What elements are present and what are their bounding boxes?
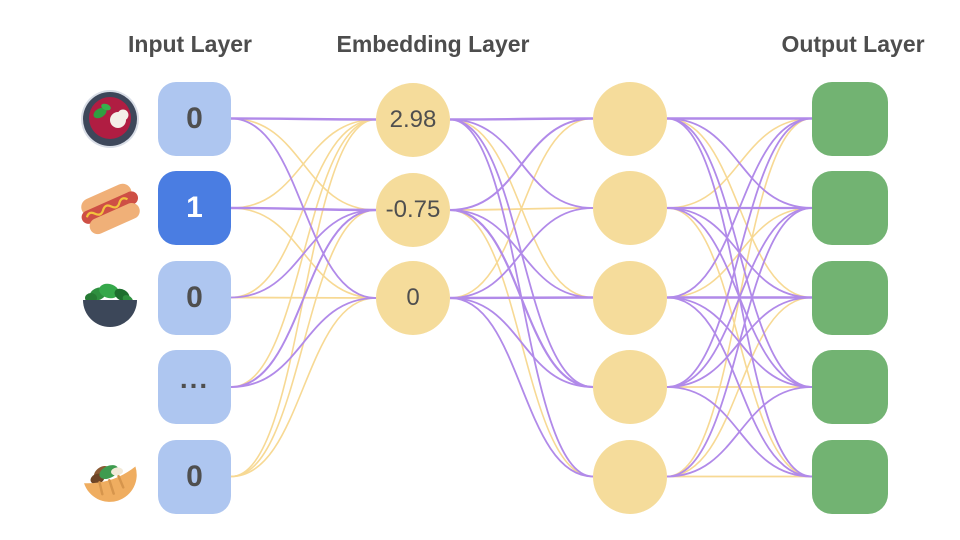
connection-edge xyxy=(666,117,813,299)
connection-edge xyxy=(230,297,377,478)
connection-edge xyxy=(230,297,377,388)
connection-edge xyxy=(666,207,813,478)
input-node-1: 1 xyxy=(158,171,231,245)
output-node-3 xyxy=(812,350,888,424)
input-node-value: 0 xyxy=(186,459,203,493)
output-node-0 xyxy=(812,81,888,156)
connection-edge xyxy=(666,296,813,478)
hidden-node-0 xyxy=(593,81,667,156)
embedding-node-value: 0 xyxy=(406,284,420,311)
input-node-0: 0 xyxy=(158,81,231,156)
input-node-value: 1 xyxy=(186,191,203,224)
hidden-node-4 xyxy=(593,439,667,514)
input-node-4: 0 xyxy=(158,439,231,514)
embedding-node-0: 2.98 xyxy=(376,82,450,157)
pita-icon xyxy=(78,445,142,509)
connection-edge xyxy=(666,117,813,388)
input-node-3: ... xyxy=(158,350,231,424)
salad-icon xyxy=(78,266,142,330)
input-node-value: 0 xyxy=(186,280,203,314)
hidden-node-1 xyxy=(593,171,667,245)
connection-edge xyxy=(449,207,594,299)
connection-edge xyxy=(449,117,594,211)
hidden-node-2 xyxy=(593,260,667,335)
connection-edge xyxy=(449,117,594,121)
output-layer-title: Output Layer xyxy=(781,31,925,57)
connection-edge xyxy=(666,117,813,209)
output-node-4 xyxy=(812,439,888,514)
connection-edge xyxy=(230,118,377,209)
embedding-node-2: 0 xyxy=(376,261,450,335)
connection-edge xyxy=(449,117,594,299)
hot-dog-icon xyxy=(78,176,142,240)
connection-edge xyxy=(449,296,594,300)
embedding-layer-title: Embedding Layer xyxy=(336,31,530,57)
input-layer-title: Input Layer xyxy=(128,31,252,57)
input-node-value: 0 xyxy=(186,101,203,135)
output-node-2 xyxy=(812,260,888,335)
embedding-node-value: -0.75 xyxy=(385,196,441,223)
connection-edge xyxy=(666,207,813,388)
connection-edge xyxy=(230,209,377,388)
connection-edge xyxy=(666,386,813,478)
connection-edge xyxy=(230,117,377,121)
input-node-2: 0 xyxy=(158,260,231,335)
connection-edge xyxy=(230,209,377,299)
connection-edge xyxy=(230,206,377,212)
soup-bowl-icon xyxy=(78,87,142,151)
input-node-value: ... xyxy=(179,363,210,394)
embedding-node-value: 2.98 xyxy=(389,105,437,133)
output-node-1 xyxy=(812,171,888,245)
connection-edge xyxy=(449,297,594,388)
hidden-node-3 xyxy=(593,350,667,424)
embedding-node-1: -0.75 xyxy=(376,173,450,247)
connection-edge xyxy=(449,297,594,478)
